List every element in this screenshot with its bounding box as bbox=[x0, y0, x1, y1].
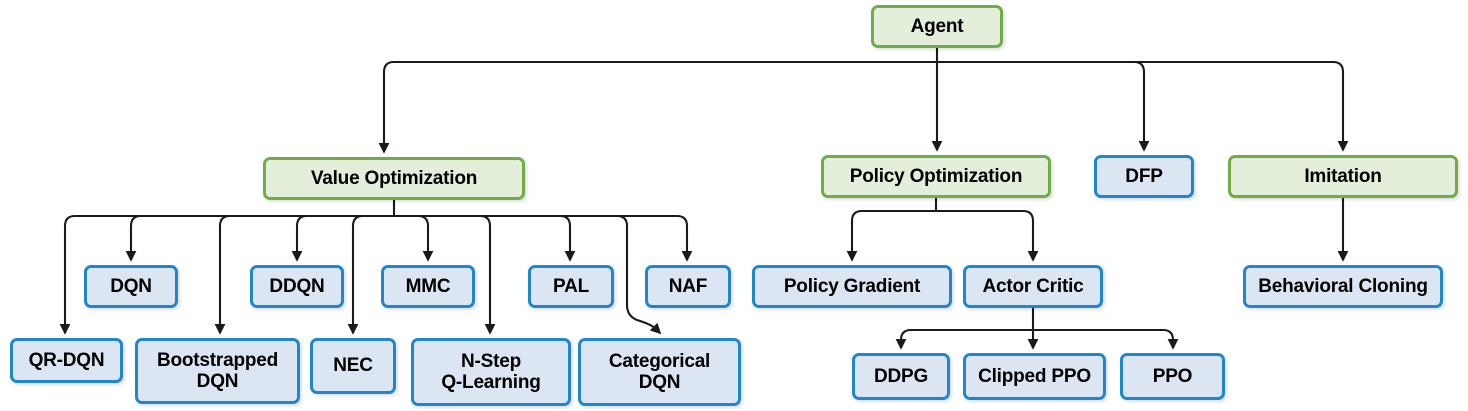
node-bootstrapped-dqn[interactable]: Bootstrapped DQN bbox=[135, 338, 300, 404]
edge-value-optimization-qr-dqn bbox=[59, 214, 394, 335]
node-clipped-ppo-label: Clipped PPO bbox=[978, 365, 1091, 387]
node-imitation-label: Imitation bbox=[1304, 165, 1382, 187]
node-dfp-label: DFP bbox=[1125, 165, 1163, 187]
node-bootstrapped-dqn-label: Bootstrapped DQN bbox=[156, 349, 279, 392]
edge-value-optimization-bootstrapped-dqn bbox=[214, 214, 394, 335]
node-value-optimization-label: Value Optimization bbox=[310, 167, 478, 189]
node-agent[interactable]: Agent bbox=[871, 5, 1003, 48]
edge-value-optimization-nec bbox=[347, 214, 394, 335]
edge-actor-critic-ddpg bbox=[895, 328, 1033, 350]
edge-policy-optimization-policy-gradient bbox=[846, 209, 936, 262]
node-ddpg-label: DDPG bbox=[873, 365, 929, 387]
node-n-step-q-learning-label: N-Step Q-Learning bbox=[441, 350, 541, 393]
edge-value-optimization-mmc bbox=[394, 214, 434, 262]
node-pal-label: PAL bbox=[553, 275, 589, 297]
node-ddqn-label: DDQN bbox=[269, 275, 325, 297]
node-clipped-ppo[interactable]: Clipped PPO bbox=[963, 353, 1106, 400]
node-agent-label: Agent bbox=[910, 15, 964, 37]
node-policy-gradient-label: Policy Gradient bbox=[783, 275, 921, 297]
node-policy-optimization[interactable]: Policy Optimization bbox=[821, 155, 1051, 198]
node-value-optimization[interactable]: Value Optimization bbox=[263, 157, 525, 200]
edge-agent-value-optimization bbox=[378, 60, 937, 154]
node-categorical-dqn-label: Categorical DQN bbox=[608, 350, 711, 393]
node-actor-critic[interactable]: Actor Critic bbox=[963, 265, 1103, 308]
node-qr-dqn[interactable]: QR-DQN bbox=[10, 338, 123, 383]
node-actor-critic-label: Actor Critic bbox=[982, 275, 1084, 297]
node-qr-dqn-label: QR-DQN bbox=[28, 349, 105, 371]
edge-policy-optimization-actor-critic bbox=[936, 209, 1039, 262]
edge-value-optimization-naf bbox=[394, 214, 693, 262]
node-nec-label: NEC bbox=[333, 355, 373, 377]
node-pal[interactable]: PAL bbox=[528, 265, 614, 308]
node-ppo-label: PPO bbox=[1152, 365, 1193, 387]
node-dqn-label: DQN bbox=[110, 275, 152, 297]
edge-actor-critic-ppo bbox=[1033, 328, 1179, 350]
node-ddqn[interactable]: DDQN bbox=[250, 265, 344, 308]
node-ppo[interactable]: PPO bbox=[1120, 353, 1225, 400]
edge-agent-imitation bbox=[937, 60, 1349, 152]
edge-value-optimization-categorical-dqn bbox=[394, 214, 662, 335]
node-nec[interactable]: NEC bbox=[310, 338, 396, 394]
node-imitation[interactable]: Imitation bbox=[1228, 155, 1458, 198]
node-ddpg[interactable]: DDPG bbox=[852, 353, 950, 400]
edge-value-optimization-pal bbox=[394, 214, 576, 262]
node-behavioral-cloning[interactable]: Behavioral Cloning bbox=[1243, 265, 1443, 308]
node-naf[interactable]: NAF bbox=[645, 265, 731, 308]
node-n-step-q-learning[interactable]: N-Step Q-Learning bbox=[411, 338, 571, 406]
node-dfp[interactable]: DFP bbox=[1094, 155, 1194, 198]
node-behavioral-cloning-label: Behavioral Cloning bbox=[1258, 275, 1428, 297]
edge-value-optimization-dqn bbox=[125, 214, 394, 262]
node-categorical-dqn[interactable]: Categorical DQN bbox=[578, 338, 741, 406]
node-mmc[interactable]: MMC bbox=[381, 265, 475, 308]
node-dqn[interactable]: DQN bbox=[84, 265, 178, 308]
node-policy-gradient[interactable]: Policy Gradient bbox=[752, 265, 952, 308]
node-policy-optimization-label: Policy Optimization bbox=[849, 165, 1023, 187]
edge-value-optimization-ddqn bbox=[291, 214, 394, 262]
edge-agent-dfp bbox=[937, 60, 1150, 152]
node-mmc-label: MMC bbox=[405, 275, 451, 297]
node-naf-label: NAF bbox=[668, 275, 708, 297]
